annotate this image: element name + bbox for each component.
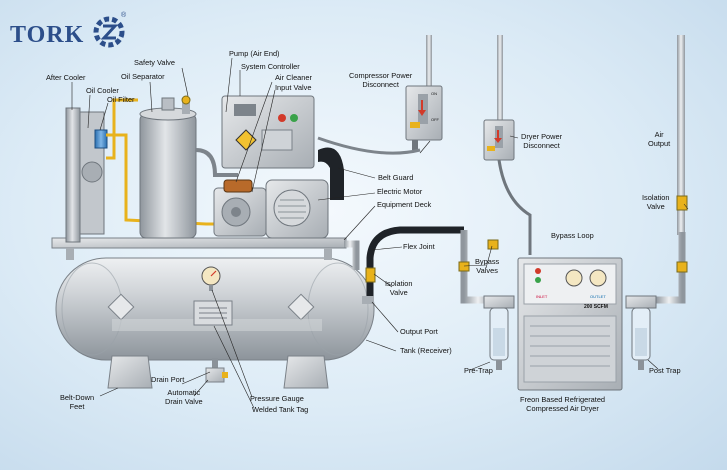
dryer-power-disconnect-box: [483, 119, 515, 161]
outlet-pipe: [656, 232, 686, 304]
label-air-cleaner: Air Cleaner: [275, 73, 312, 82]
label-drain-port: Drain Port: [151, 375, 185, 384]
electric-motor: [265, 179, 329, 239]
pressure-gauge: [201, 266, 221, 291]
label-dryer-caption: Freon Based Refrigerated Compressed Air …: [520, 395, 606, 413]
safety-valve: [181, 95, 191, 114]
belt-down-feet: [107, 355, 329, 389]
oil-filter: [94, 129, 108, 149]
oil-line: [106, 98, 138, 160]
refrigerated-dryer: [517, 257, 623, 391]
welded-tank-tag: [193, 300, 233, 326]
label-flex-joint: Flex Joint: [403, 242, 435, 251]
label-input-valve: Input Valve: [275, 83, 312, 92]
dryer-power-conduit: [497, 159, 532, 255]
label-output-port: Output Port: [400, 327, 438, 336]
label-compressor-power-disconnect: Compressor Power Disconnect: [349, 71, 413, 89]
switch-on-label: ON: [431, 91, 437, 96]
label-after-cooler: After Cooler: [46, 73, 86, 82]
discharge-pipe: [344, 240, 360, 270]
registered-mark: ®: [121, 12, 127, 19]
bypass-valve: [487, 239, 499, 250]
isolation-valve-right: [676, 195, 688, 211]
leader-lines: [71, 57, 689, 409]
label-pre-trap: Pre-Trap: [464, 366, 493, 375]
bypass-valve: [458, 261, 470, 272]
pre-trap: [483, 295, 515, 370]
label-electric-motor: Electric Motor: [377, 187, 423, 196]
disconnect-conduit: [426, 35, 432, 87]
isolation-valve-right: [676, 261, 688, 273]
belt-guard: [318, 147, 344, 200]
label-belt-down-feet: Belt-Down Feet: [60, 393, 95, 411]
power-conduit: [317, 136, 421, 155]
automatic-drain-valve: [205, 358, 228, 383]
air-output-pipe: [677, 35, 685, 235]
deck-support: [66, 248, 74, 260]
equipment-deck: [51, 237, 347, 249]
label-bypass-loop: Bypass Loop: [551, 231, 594, 240]
label-equipment-deck: Equipment Deck: [377, 200, 432, 209]
label-oil-separator: Oil Separator: [121, 72, 165, 81]
label-dryer-power-disconnect: Dryer Power Disconnect: [521, 132, 563, 150]
deck-support: [324, 248, 332, 260]
oil-line: [106, 133, 218, 226]
isolation-valve-mid: [365, 267, 376, 283]
label-air-output: Air Output: [648, 130, 671, 148]
dryer-inlet-label: INLET: [536, 294, 548, 299]
label-automatic-drain-valve: Automatic Drain Valve: [165, 388, 203, 406]
label-tank-receiver: Tank (Receiver): [400, 346, 452, 355]
label-oil-filter: Oil Filter: [107, 95, 135, 104]
system-controller: [221, 95, 315, 169]
label-isolation-valve-right: Isolation Valve: [642, 193, 670, 211]
flex-joint: [366, 226, 464, 300]
label-welded-tank-tag: Welded Tank Tag: [252, 405, 309, 414]
brand-gear-icon: [93, 16, 125, 48]
oil-separator: [139, 97, 197, 239]
label-isolation-valve-mid: Isolation Valve: [385, 279, 413, 297]
after-cooler: [65, 107, 105, 243]
label-belt-guard: Belt Guard: [378, 173, 414, 182]
air-pipe: [195, 148, 238, 177]
bypass-pipe: [460, 230, 492, 304]
dryer-disconnect-conduit: [497, 35, 503, 123]
label-system-controller: System Controller: [241, 62, 300, 71]
label-pump-air-end: Pump (Air End): [229, 49, 280, 58]
dryer-outlet-label: OUTLET: [590, 294, 606, 299]
post-trap: [625, 295, 657, 370]
label-oil-cooler: Oil Cooler: [86, 86, 119, 95]
pump-air-end: [213, 187, 267, 237]
switch-off-label: OFF: [431, 117, 439, 122]
label-post-trap: Post Trap: [649, 366, 681, 375]
output-port: [362, 296, 374, 304]
label-safety-valve: Safety Valve: [134, 58, 175, 67]
dryer-rating: 200 SCFM: [584, 304, 608, 310]
brand-wordmark: TORK: [10, 22, 85, 48]
label-pressure-gauge: Pressure Gauge: [250, 394, 304, 403]
compressor-power-disconnect-box: [405, 85, 443, 150]
label-bypass-valves: Bypass Valves: [475, 257, 500, 275]
air-cleaner: [223, 179, 253, 193]
